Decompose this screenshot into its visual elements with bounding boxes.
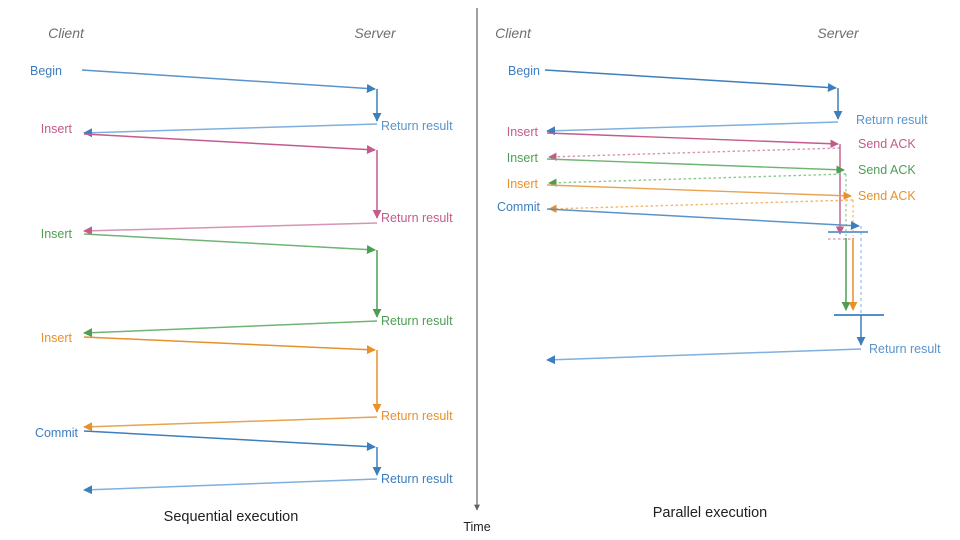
sequential-label-return-result-1: Return result xyxy=(381,119,453,133)
sequential-client-lane-title: Client xyxy=(48,25,85,41)
ack-arrow-insert-3 xyxy=(548,199,854,213)
time-axis: Time xyxy=(463,8,491,534)
sequential-label-return-result-5: Return result xyxy=(381,472,453,486)
sequential-label-insert-1: Insert xyxy=(41,122,73,136)
time-axis-label: Time xyxy=(463,520,490,534)
reply-arrow-insert-1 xyxy=(83,222,378,236)
parallel-label-insert-1: Insert xyxy=(507,125,539,139)
ack-arrow-insert-2 xyxy=(548,173,847,187)
reply-arrow-insert-2 xyxy=(83,320,378,338)
reply-arrow-commit xyxy=(83,478,378,495)
parallel-exchange-insert-1 xyxy=(546,132,852,240)
sequential-caption: Sequential execution xyxy=(164,509,299,525)
sequential-label-commit: Commit xyxy=(35,426,79,440)
parallel-client-lane-title: Client xyxy=(495,25,532,41)
reply-arrow-commit xyxy=(546,348,862,365)
parallel-label-send-ack-2: Send ACK xyxy=(858,163,916,177)
reply-arrow-begin xyxy=(83,123,378,138)
sequential-exchange-insert-2 xyxy=(83,233,382,338)
request-arrow-insert-2 xyxy=(83,233,376,255)
parallel-label-insert-2: Insert xyxy=(507,151,539,165)
sequential-exchange-insert-1 xyxy=(83,133,382,236)
request-arrow-insert-1 xyxy=(546,132,839,148)
reply-arrow-begin xyxy=(546,121,839,136)
request-arrow-commit xyxy=(546,208,860,231)
parallel-label-begin: Begin xyxy=(508,64,540,78)
sequential-exchange-begin xyxy=(81,69,382,138)
reply-arrow-insert-3 xyxy=(83,416,378,432)
panel-parallel: Client Server xyxy=(495,25,941,521)
request-arrow-insert-1 xyxy=(83,133,376,155)
parallel-label-return-result-1: Return result xyxy=(856,113,928,127)
sequential-exchange-commit xyxy=(83,430,382,495)
parallel-exchange-insert-3 xyxy=(546,184,858,311)
parallel-label-commit: Commit xyxy=(497,200,541,214)
request-arrow-begin xyxy=(544,69,837,92)
parallel-label-insert-3: Insert xyxy=(507,177,539,191)
parallel-label-send-ack-3: Send ACK xyxy=(858,189,916,203)
parallel-exchange-commit xyxy=(546,208,866,365)
parallel-label-send-ack-1: Send ACK xyxy=(858,137,916,151)
request-arrow-insert-3 xyxy=(83,336,376,355)
sequential-label-begin: Begin xyxy=(30,64,62,78)
request-arrow-begin xyxy=(81,69,376,93)
sequential-label-insert-3: Insert xyxy=(41,331,73,345)
sequential-label-return-result-3: Return result xyxy=(381,314,453,328)
parallel-label-return-result-2: Return result xyxy=(869,342,941,356)
ack-arrow-insert-1 xyxy=(548,147,841,161)
parallel-exchange-begin xyxy=(544,69,843,136)
sequential-server-lane-title: Server xyxy=(354,25,397,41)
request-arrow-insert-3 xyxy=(546,184,852,200)
sequential-exchange-insert-3 xyxy=(83,336,382,432)
parallel-exchange-insert-2 xyxy=(546,158,851,311)
sequential-label-return-result-2: Return result xyxy=(381,211,453,225)
panel-sequential: Client Server xyxy=(30,25,453,525)
request-arrow-commit xyxy=(83,430,376,452)
request-arrow-insert-2 xyxy=(546,158,845,174)
parallel-caption: Parallel execution xyxy=(653,505,767,521)
parallel-server-lane-title: Server xyxy=(817,25,860,41)
sequential-label-insert-2: Insert xyxy=(41,227,73,241)
sequential-label-return-result-4: Return result xyxy=(381,409,453,423)
